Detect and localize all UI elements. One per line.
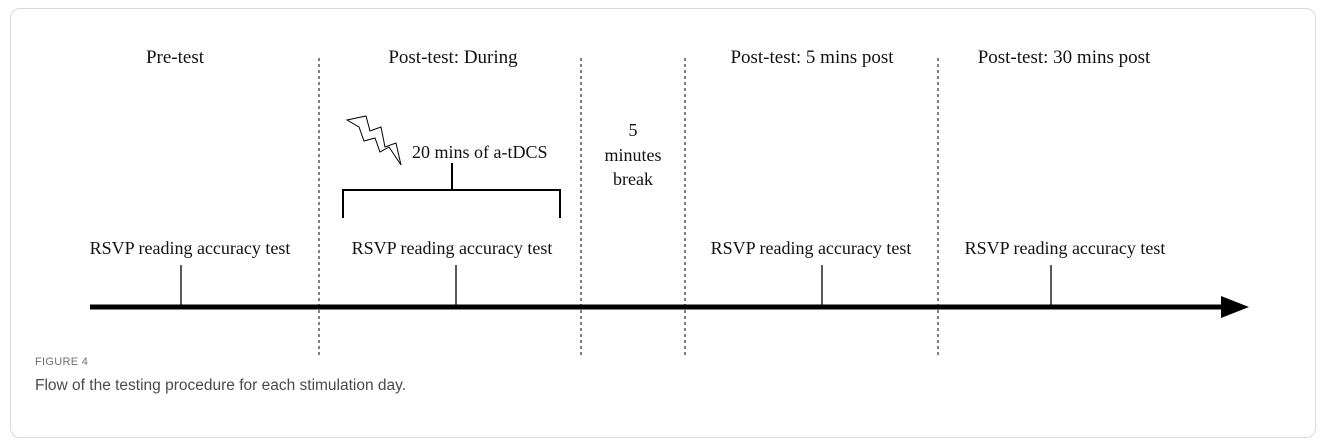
figure-caption: Flow of the testing procedure for each s… bbox=[35, 377, 407, 394]
break-line-2: minutes bbox=[605, 145, 662, 165]
break-line-1: 5 bbox=[629, 120, 638, 140]
stimulation-bracket bbox=[342, 163, 561, 218]
test-label-30-mins-post: RSVP reading accuracy test bbox=[965, 238, 1166, 258]
break-line-3: break bbox=[613, 169, 653, 189]
phase-title-30-mins-post: Post-test: 30 mins post bbox=[978, 47, 1151, 68]
test-label-pre-test: RSVP reading accuracy test bbox=[90, 238, 291, 258]
test-label-5-mins-post: RSVP reading accuracy test bbox=[711, 238, 912, 258]
phase-title-during: Post-test: During bbox=[388, 47, 518, 68]
test-label-during: RSVP reading accuracy test bbox=[352, 238, 553, 258]
phase-title-5-mins-post: Post-test: 5 mins post bbox=[730, 47, 894, 68]
figure-label: FIGURE 4 bbox=[35, 356, 89, 368]
phase-title-pre-test: Pre-test bbox=[146, 47, 205, 68]
lightning-bolt-icon bbox=[345, 115, 402, 166]
figure-card bbox=[10, 8, 1316, 438]
stimulation-label: 20 mins of a-tDCS bbox=[412, 142, 548, 162]
timeline-arrow bbox=[90, 296, 1249, 318]
